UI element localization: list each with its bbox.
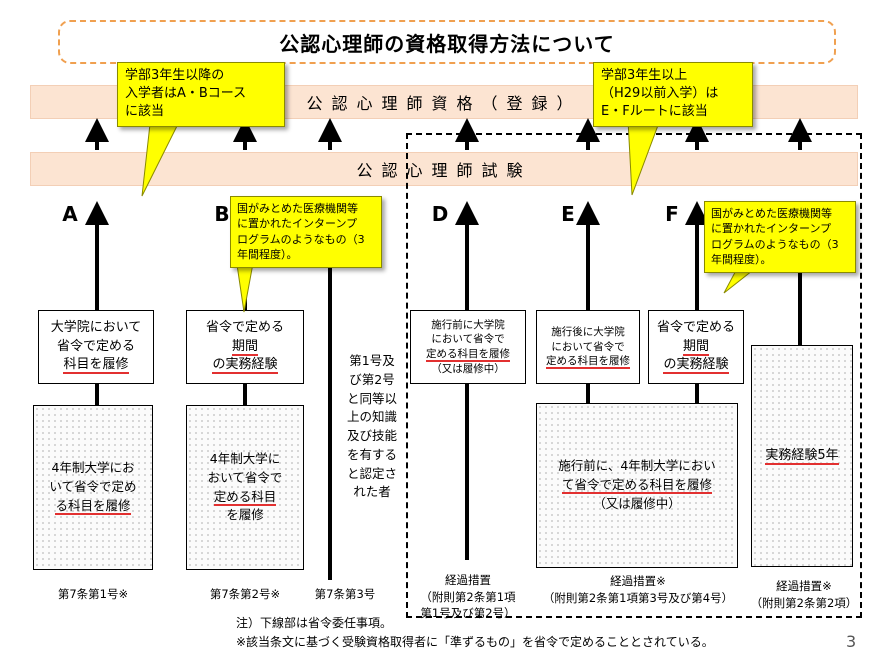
footnote-asterisk: ※該当条文に基づく受験資格取得者に「準ずるもの」を省令で定めることとされている。: [236, 635, 714, 650]
column-d-label: 経過措置 （附則第2条第1項 第1号及び第2号）: [420, 573, 516, 621]
column-b-label: 第7条第2号※: [209, 587, 281, 601]
column-a-grad-box: 大学院において 省令で定める 科目を履修: [38, 310, 154, 384]
column-c-label: 第7条第3号: [314, 587, 376, 601]
footnote-underline: 注）下線部は省令委任事項。: [236, 616, 393, 630]
column-c-text: 第1号及 び第2号 と同等以 上の知識 及び技能 を有する と認定さ れた者: [346, 353, 397, 500]
page-title: 公認心理師の資格取得方法について: [58, 20, 836, 64]
column-ef-label: 経過措置※ （附則第2条第1項第3号及び第4号）: [542, 574, 734, 605]
column-d-grad-box: 施行前に大学院 において省令で 定める科目を履修 （又は履修中）: [410, 310, 526, 384]
exam-band: 公認心理師試験: [30, 152, 858, 186]
callout-internship-b: 国がみとめた医療機関等 に置かれたインターンプ ログラムのようなもの（3 年間程…: [230, 196, 382, 268]
column-b-experience-box: 省令で定める 期間 の実務経験: [186, 310, 304, 384]
column-a-label: 第7条第1号※: [57, 587, 129, 601]
column-e-grad-box: 施行後に大学院 において省令で 定める科目を履修: [536, 310, 640, 384]
callout-ef-route: 学部3年生以上 （H29以前入学）は E・Fルートに該当: [593, 62, 753, 127]
callout-tail-ab: [141, 123, 179, 197]
column-letter-a: A: [62, 202, 78, 226]
column-b-undergrad-box: 4年制大学に おいて省令で 定める科目 を履修: [186, 405, 304, 570]
column-ef-undergrad-box: 施行前に、4年制大学におい て省令で定める科目を履修 （又は履修中）: [536, 403, 738, 568]
callout-internship-f: 国がみとめた医療機関等 に置かれたインターンプ ログラムのようなもの（3 年間程…: [704, 201, 856, 273]
column-letter-e: E: [561, 202, 575, 226]
column-a-undergrad-box: 4年制大学にお いて省令で定め る科目を履修: [33, 405, 153, 570]
callout-tail-ef: [627, 119, 661, 196]
column-g-label: 経過措置※ （附則第2条第2項）: [750, 579, 858, 610]
column-letter-d: D: [431, 202, 449, 226]
column-letter-b: B: [214, 202, 230, 226]
page-number: 3: [846, 632, 857, 651]
footnotes: 注）下線部は省令委任事項。 ※該当条文に基づく受験資格取得者に「準ずるもの」を省…: [236, 614, 714, 652]
column-g-experience-box: 実務経験5年: [751, 345, 853, 567]
column-f-experience-box: 省令で定める 期間 の実務経験: [648, 310, 744, 384]
callout-ab-course: 学部3年生以降の 入学者はA・Bコース に該当: [117, 62, 285, 127]
column-letter-f: F: [665, 202, 679, 226]
